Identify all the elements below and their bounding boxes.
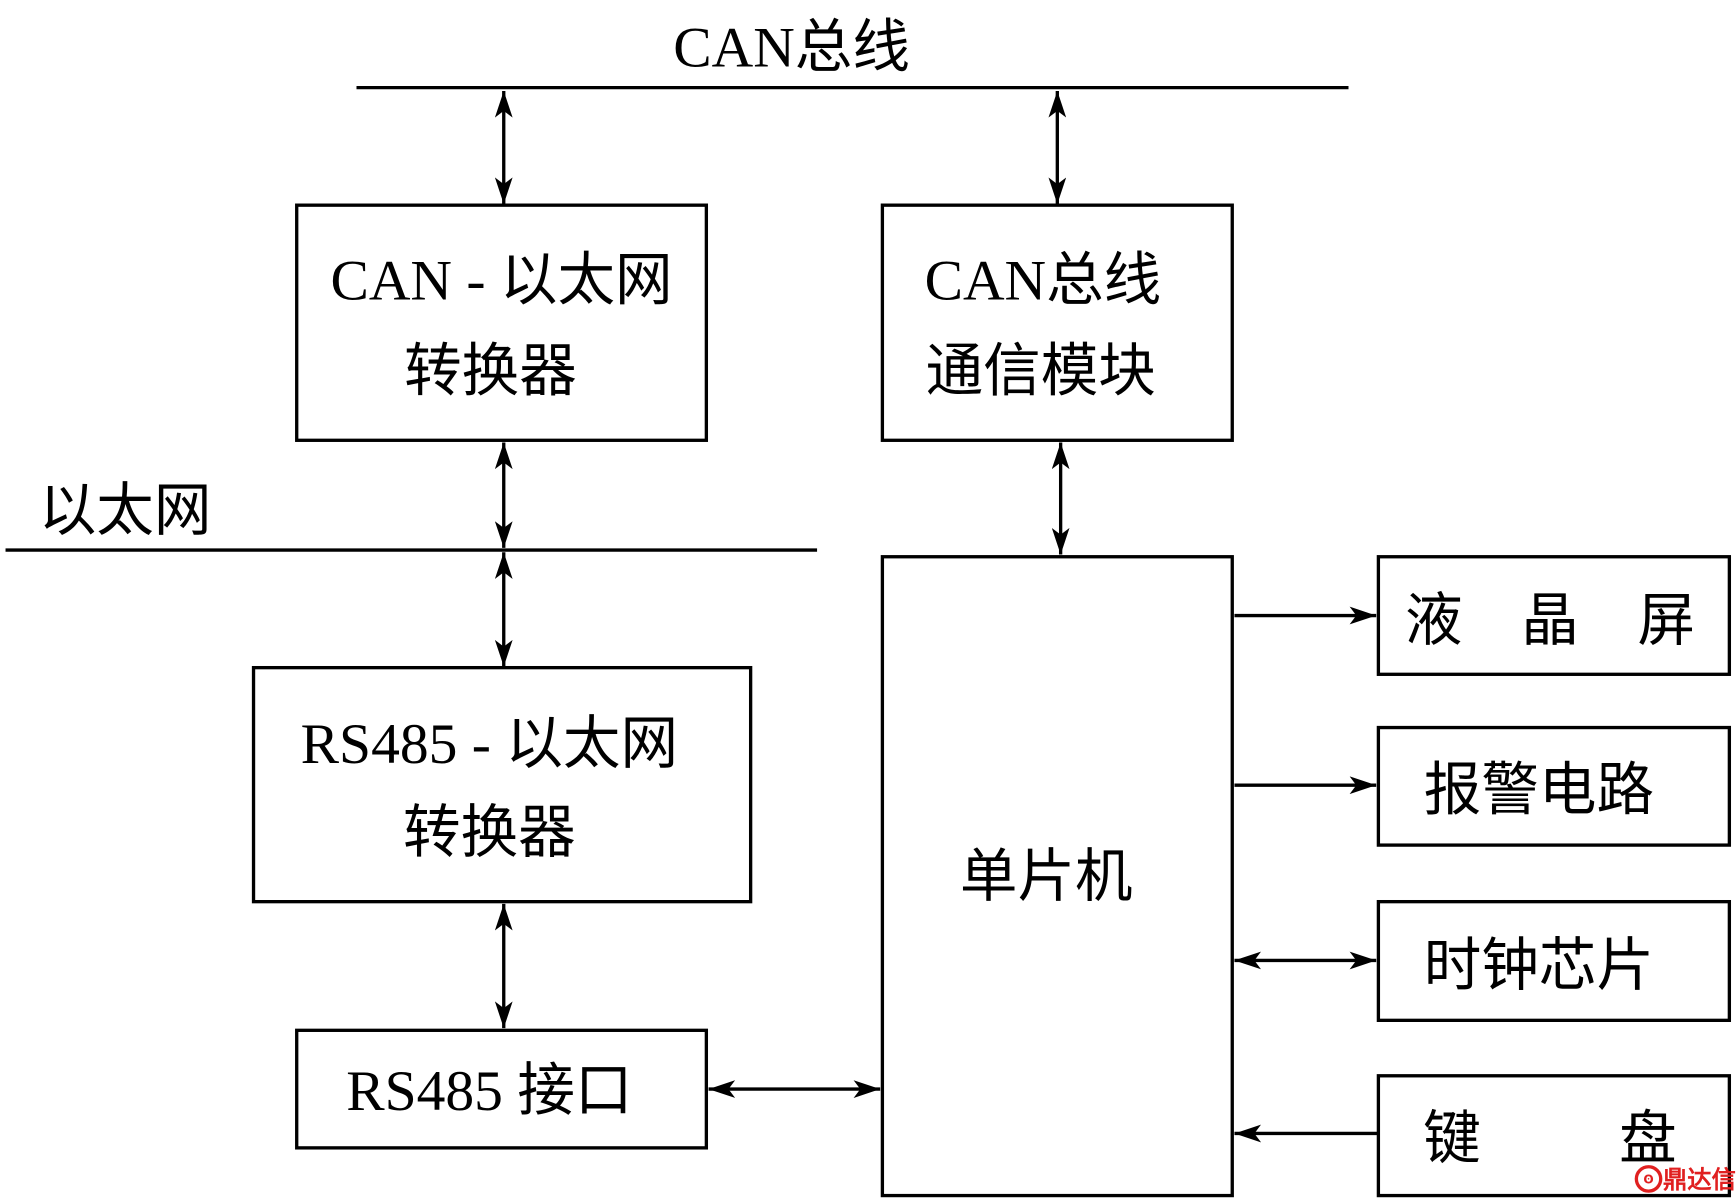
rs485-ethernet-converter-block: RS485 - 以太网 转换器 [251, 665, 753, 904]
watermark-logo-glyph: ʘ [1643, 1172, 1653, 1186]
can-ethernet-converter-label-line1: CAN - 以太网 [330, 249, 672, 312]
can-ethernet-converter-box [295, 203, 709, 442]
can-comm-module-block: CAN总线 通信模块 [880, 203, 1234, 442]
rs485-interface-label: RS485 接口 [346, 1060, 632, 1123]
mcu-label: 单片机 [960, 846, 1133, 909]
clock-chip-label: 时钟芯片 [1424, 935, 1654, 998]
can-ethernet-converter-label-line2: 转换器 [404, 340, 577, 403]
keyboard-box [1376, 1074, 1732, 1198]
lcd-label: 液 晶 屏 [1405, 590, 1695, 653]
can-ethernet-converter-block: CAN - 以太网 转换器 [295, 203, 709, 442]
can-comm-module-box [880, 203, 1234, 442]
mcu-box [880, 555, 1234, 1198]
rs485-ethernet-converter-box [251, 665, 753, 904]
watermark-logo: ʘ 鼎达信 [1634, 1165, 1736, 1194]
alarm-circuit-label: 报警电路 [1424, 760, 1654, 823]
alarm-circuit-block: 报警电路 [1376, 725, 1732, 847]
can-comm-module-label-line1: CAN总线 [925, 249, 1162, 312]
watermark-text: 鼎达信 [1663, 1165, 1736, 1194]
rs485-ethernet-converter-label-line2: 转换器 [403, 802, 576, 865]
keyboard-block: 键 盘 [1376, 1074, 1732, 1198]
rs485-interface-box [295, 1028, 709, 1150]
lcd-block: 液 晶 屏 [1376, 555, 1732, 676]
clock-chip-box [1376, 900, 1732, 1022]
mcu-block: 单片机 [880, 555, 1234, 1198]
ethernet-label: 以太网 [39, 480, 212, 543]
clock-chip-block: 时钟芯片 [1376, 900, 1732, 1022]
watermark-logo-icon [1634, 1165, 1663, 1193]
alarm-circuit-box [1376, 725, 1732, 847]
can-bus-label: CAN总线 [673, 17, 910, 80]
lcd-box [1376, 555, 1732, 676]
can-comm-module-label-line2: 通信模块 [926, 340, 1156, 403]
rs485-ethernet-converter-label-line1: RS485 - 以太网 [301, 713, 678, 776]
rs485-interface-block: RS485 接口 [295, 1028, 709, 1150]
keyboard-label: 键 盘 [1423, 1108, 1677, 1171]
